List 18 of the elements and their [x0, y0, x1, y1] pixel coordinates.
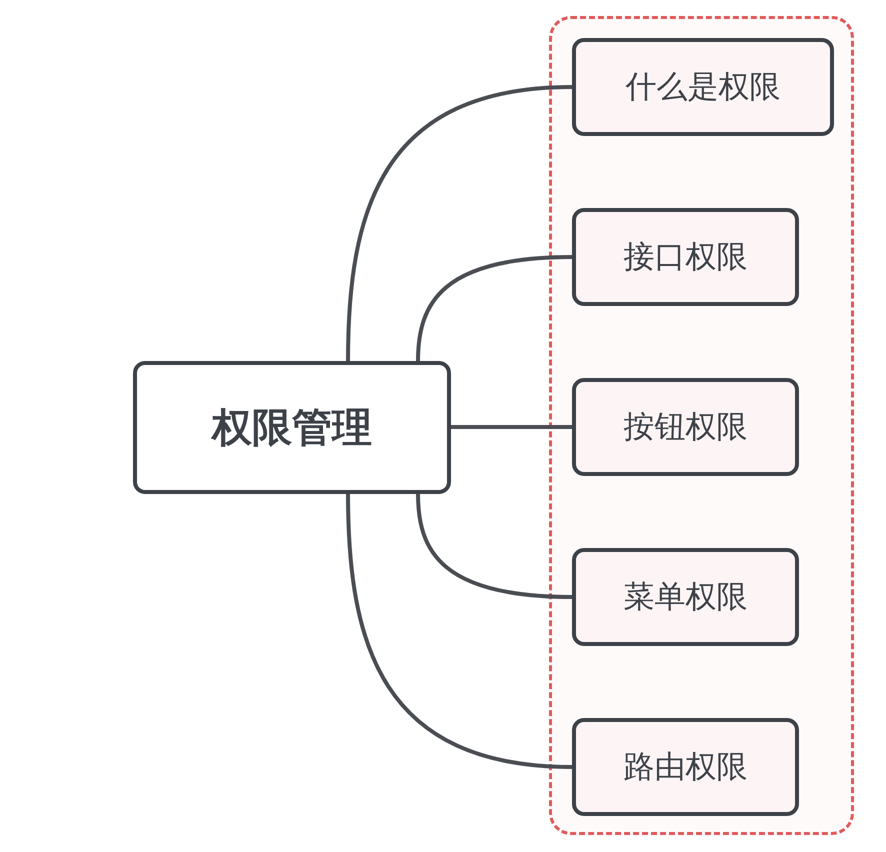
connector-line [416, 494, 572, 599]
topic-label: 权限管理 [212, 406, 372, 450]
topic-label: 什么是权限 [626, 70, 780, 104]
topic-label: 菜单权限 [624, 580, 748, 614]
connector-line [346, 85, 572, 362]
topic-box [572, 548, 799, 646]
connector-line [416, 255, 572, 362]
connector-line [451, 425, 572, 429]
group-frame [549, 16, 854, 835]
topic-label: 路由权限 [624, 750, 748, 784]
topic-box [572, 718, 799, 816]
topic-label: 按钮权限 [624, 410, 748, 444]
topic-box [572, 38, 834, 136]
topic-box [572, 208, 799, 306]
topic-label: 接口权限 [624, 240, 748, 274]
topic-box [572, 378, 799, 476]
connector-line [346, 494, 572, 769]
central-topic-box [133, 361, 451, 494]
